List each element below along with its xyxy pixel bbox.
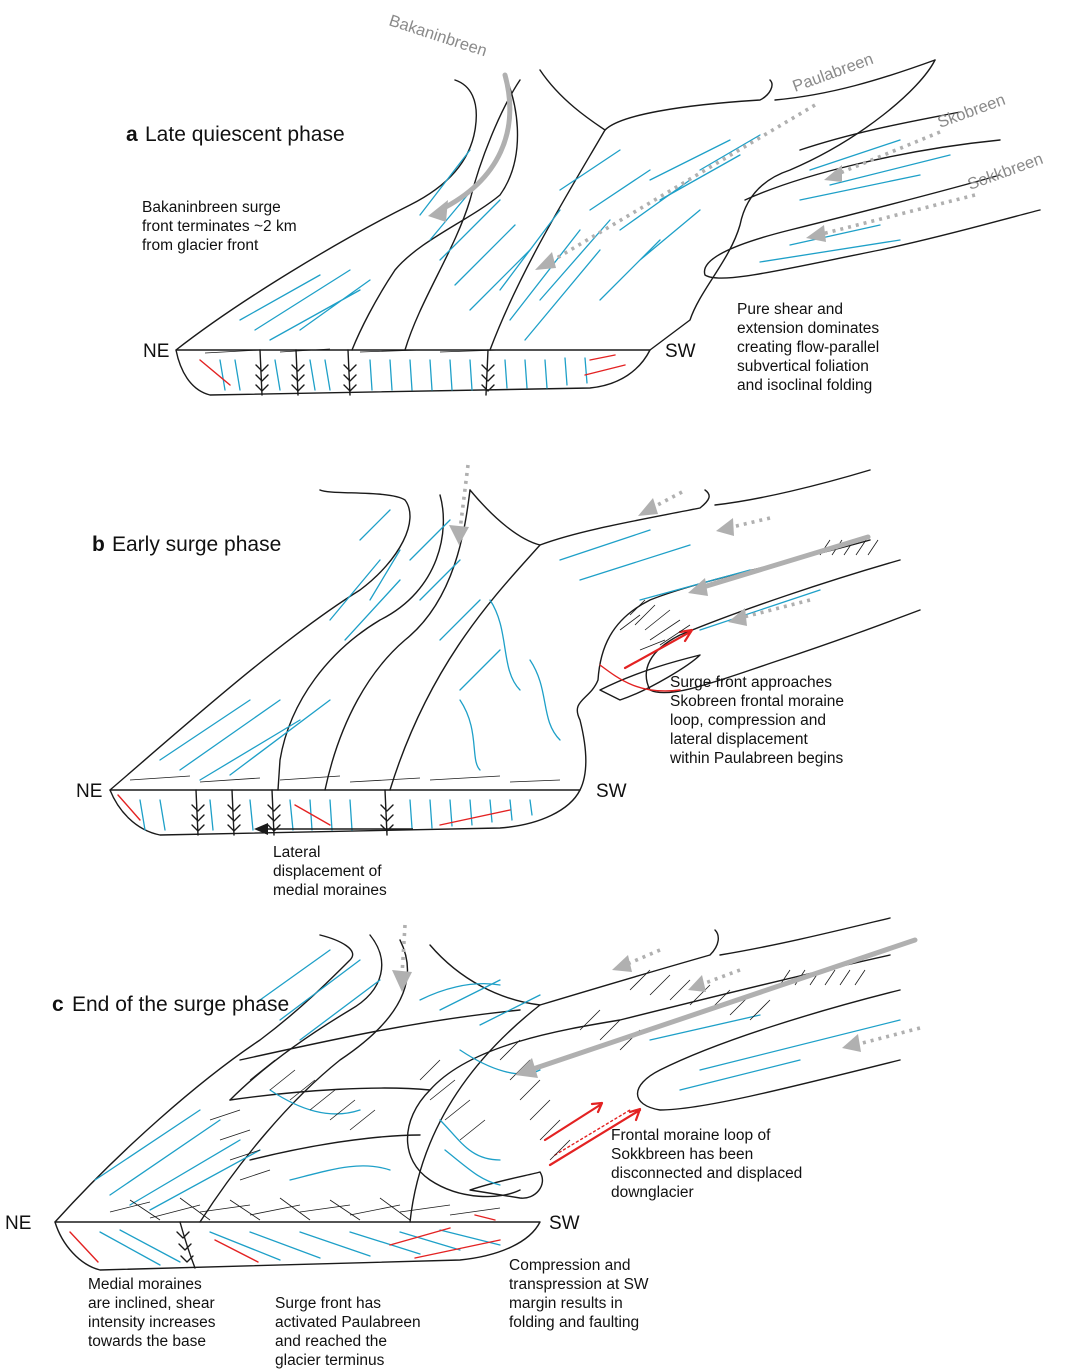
panel-b-title: Early surge phase <box>112 533 281 556</box>
panel-b-note-2: Lateral displacement of medial moraines <box>273 844 387 899</box>
panel-b: b Early surge phase NE SW Surge front ap… <box>76 465 920 899</box>
panel-c: c End of the surge phase NE SW Frontal m… <box>5 918 920 1369</box>
panel-c-ne-label: NE <box>5 1213 31 1234</box>
panel-a-note-2: Pure shear and extension dominates creat… <box>737 301 883 394</box>
panel-b-sw-label: SW <box>596 781 627 802</box>
panel-a-note-1: Bakaninbreen surge front terminates ~2 k… <box>142 199 301 254</box>
panel-c-note-1: Frontal moraine loop of Sokkbreen has be… <box>611 1127 807 1201</box>
panel-b-letter: b <box>92 533 105 556</box>
glacier-name-bakaninbreen: Bakaninbreen <box>387 12 489 61</box>
panel-a-ne-label: NE <box>143 341 169 362</box>
panel-c-sw-label: SW <box>549 1213 580 1234</box>
panel-c-ne-margin <box>55 935 353 1222</box>
sokkbreen-flow-arrow <box>818 195 975 235</box>
panel-c-letter: c <box>52 993 64 1016</box>
panel-c-note-4: Surge front has activated Paulabreen and… <box>275 1295 425 1369</box>
glacier-name-skobreen: Skobreen <box>935 91 1008 132</box>
panel-a-terminus <box>176 350 650 395</box>
panel-a-letter: a <box>126 123 138 146</box>
panel-c-note-3: Medial moraines are inclined, shear inte… <box>88 1276 220 1350</box>
panel-c-terminus <box>55 1222 540 1270</box>
bakaninbreen-flow-arrow <box>440 75 510 210</box>
glacier-name-sokkbreen: Sokkbreen <box>965 150 1045 194</box>
panel-a-title: Late quiescent phase <box>145 123 345 146</box>
panel-b-note-1: Surge front approaches Skobreen frontal … <box>669 674 848 767</box>
panel-b-ne-label: NE <box>76 781 102 802</box>
paulabreen-flow-arrow <box>545 105 815 265</box>
glacier-name-paulabreen: Paulabreen <box>790 50 875 96</box>
panel-c-note-2: Compression and transpression at SW marg… <box>509 1257 653 1331</box>
panel-c-title: End of the surge phase <box>72 993 289 1016</box>
panel-a-sw-label: SW <box>665 341 696 362</box>
panel-a: a Late quiescent phase NE SW Bakaninbree… <box>126 12 1046 395</box>
